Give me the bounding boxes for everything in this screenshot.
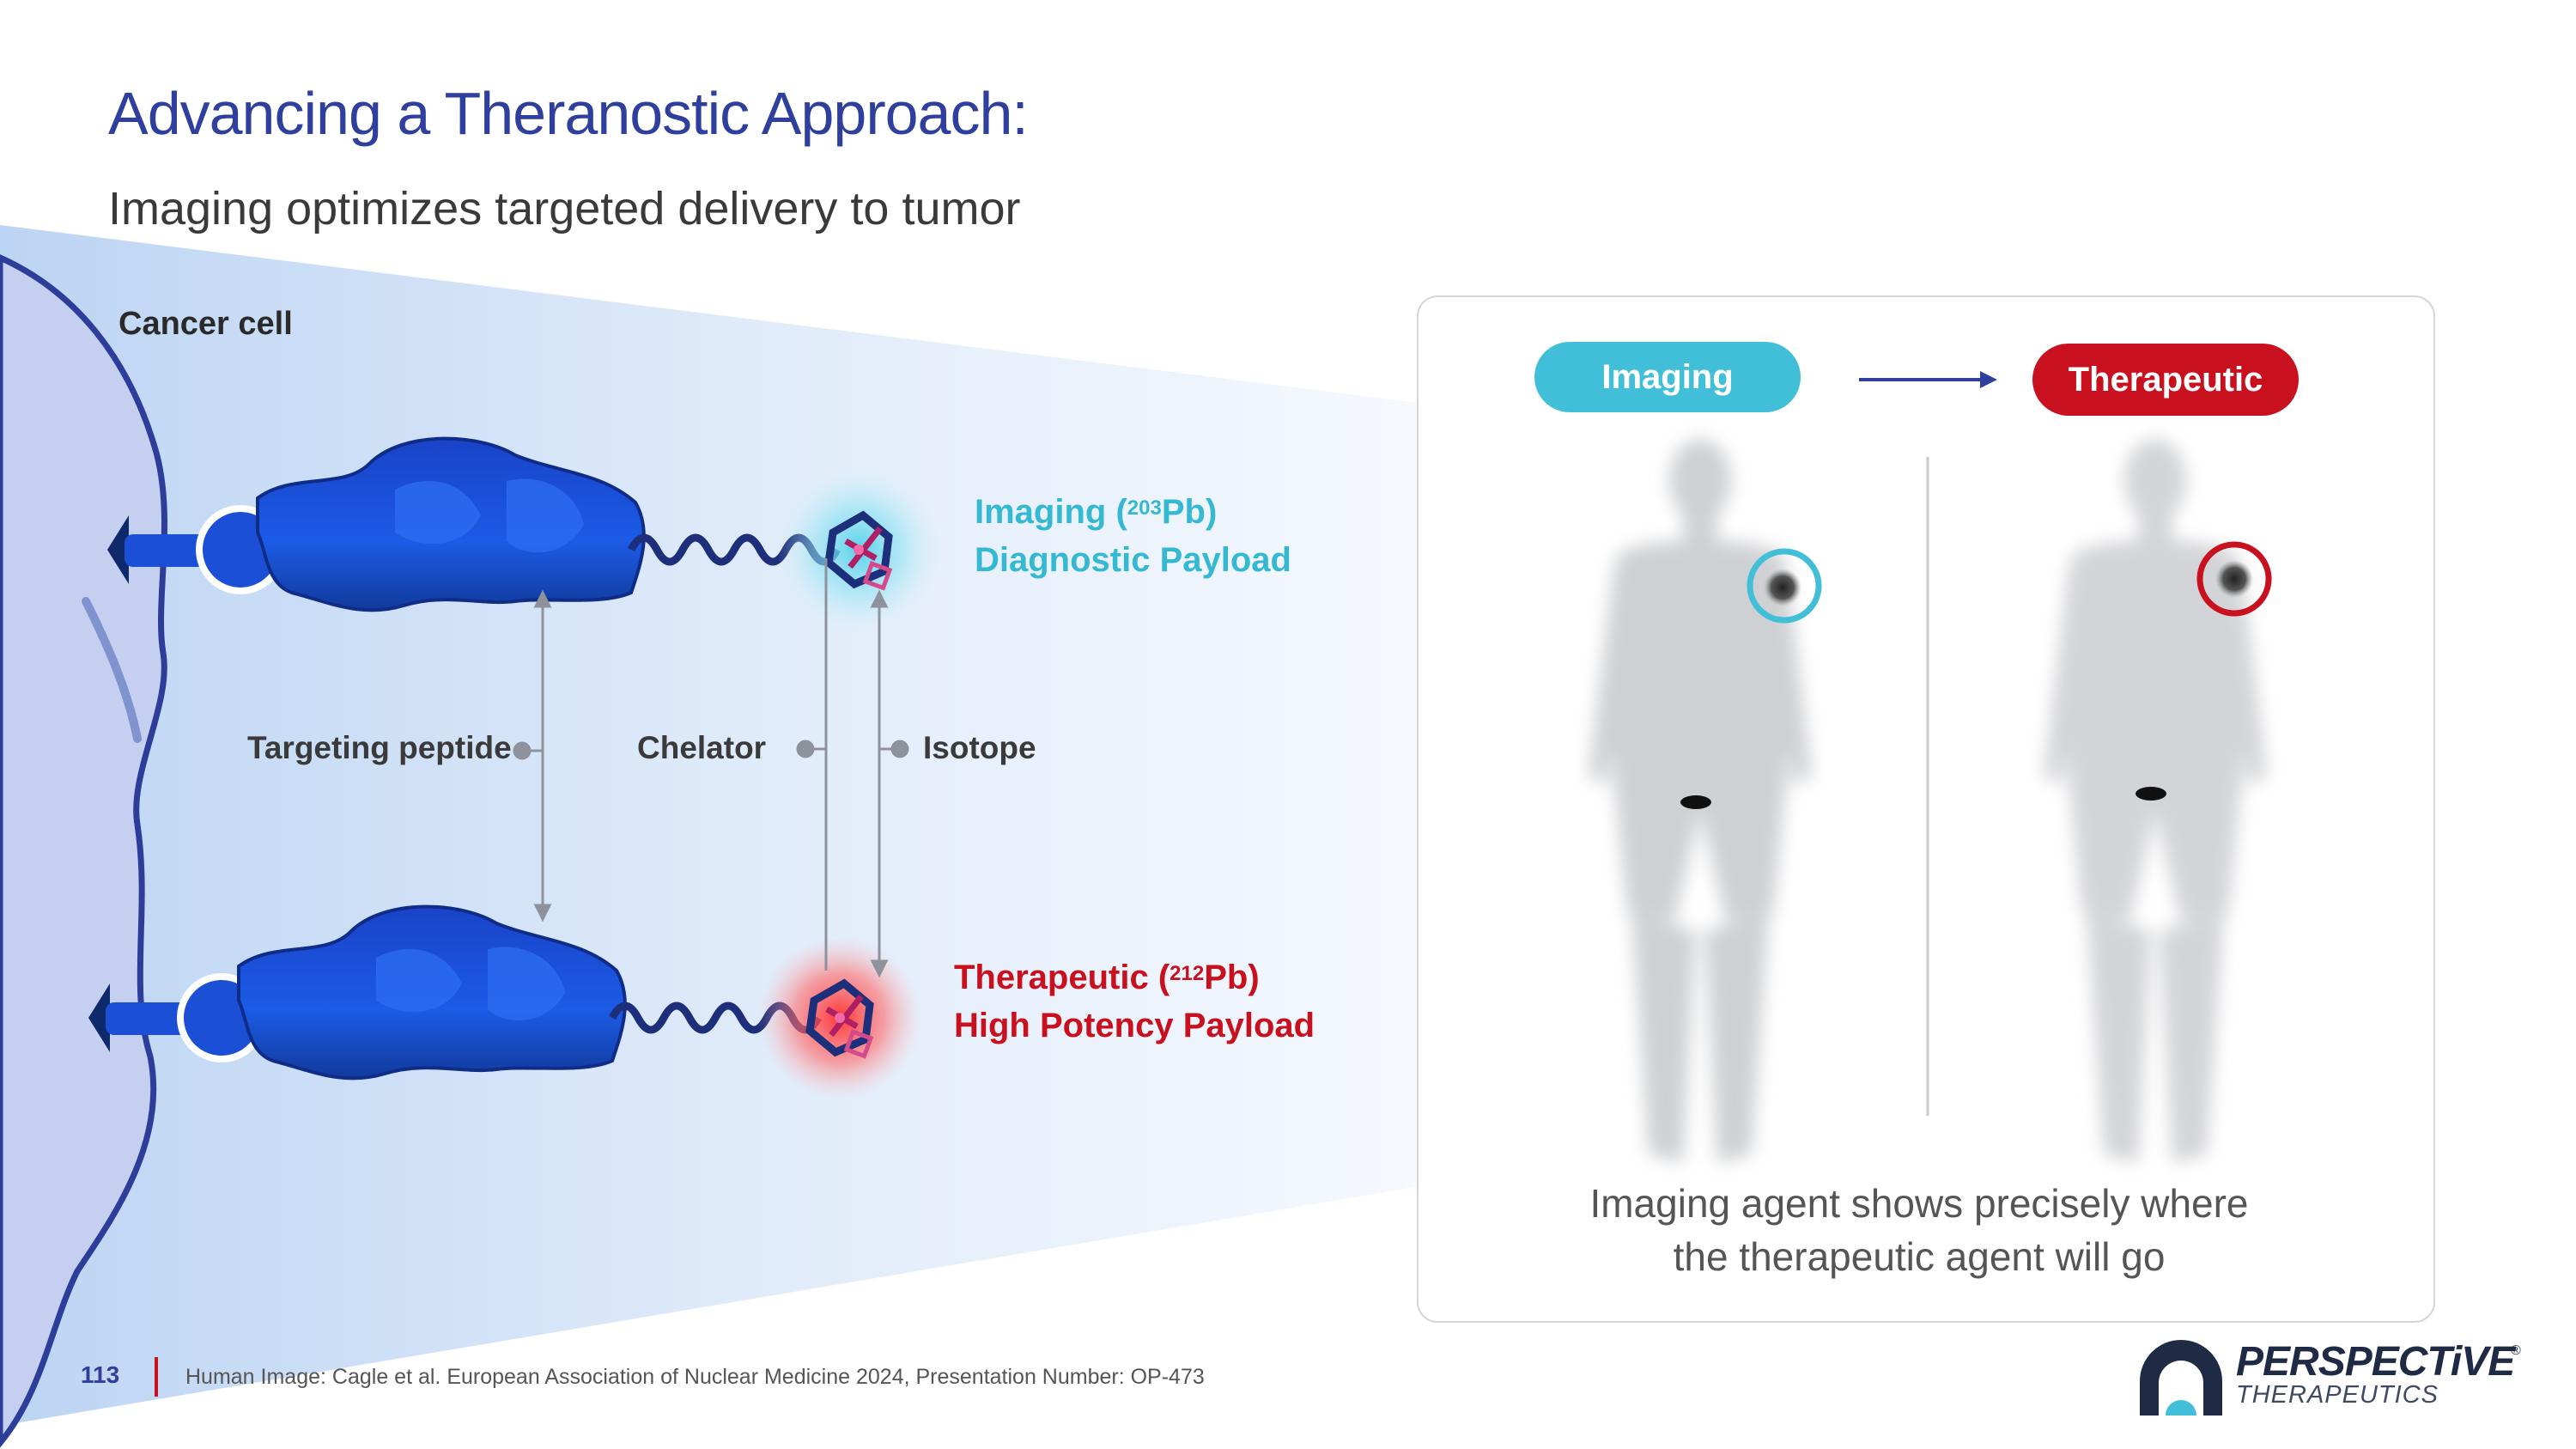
perspective-logo-icon — [2140, 1340, 2222, 1416]
therapeutic-pill: Therapeutic — [2032, 344, 2299, 416]
panel-graphics — [1589, 371, 2272, 1163]
molecule-diagram — [88, 436, 940, 1099]
comparison-panel — [1417, 295, 2435, 1323]
imaging-tumor-marker — [1747, 548, 1822, 624]
brand-name: PERSPECTiVE — [2236, 1339, 2515, 1385]
page-title: Advancing a Theranostic Approach: — [108, 80, 1029, 147]
connector-lines — [513, 558, 909, 978]
caption-line-1: Imaging agent shows precisely where — [1589, 1181, 2249, 1226]
panel-caption: Imaging agent shows precisely where the … — [1460, 1177, 2379, 1283]
imaging-payload-suffix: Pb) — [1161, 493, 1218, 531]
therapeutic-isotope-mass: 212 — [1170, 962, 1205, 985]
imaging-payload-prefix: Imaging ( — [975, 493, 1127, 531]
imaging-molecule — [107, 436, 940, 631]
therapeutic-payload-suffix: Pb) — [1204, 959, 1260, 996]
therapeutic-tumor-marker — [2196, 541, 2272, 617]
receptor-anchor-icon — [107, 515, 129, 584]
therapeutic-molecule — [88, 904, 921, 1099]
therapeutic-payload-prefix: Therapeutic ( — [954, 959, 1170, 996]
brand-registered-mark: ® — [2511, 1343, 2521, 1358]
isotope-label: Isotope — [923, 730, 1036, 765]
footer-divider — [155, 1357, 158, 1397]
footnote: Human Image: Cagle et al. European Assoc… — [185, 1365, 1205, 1389]
page-subtitle: Imaging optimizes targeted delivery to t… — [108, 183, 1021, 234]
therapeutic-payload-label: Therapeutic (212Pb) High Potency Payload — [954, 953, 1315, 1050]
therapeutic-payload-type: High Potency Payload — [954, 1007, 1315, 1044]
arrow-right-icon — [1859, 371, 1997, 388]
caption-line-2: the therapeutic agent will go — [1673, 1234, 2166, 1279]
imaging-payload-type: Diagnostic Payload — [975, 541, 1291, 579]
body-scan-image — [2044, 439, 2272, 1163]
body-scan-image — [1589, 439, 1822, 1163]
imaging-isotope-mass: 203 — [1127, 496, 1162, 520]
brand-subtitle: THERAPEUTICS — [2236, 1381, 2439, 1409]
chelator-label: Chelator — [637, 730, 767, 765]
page-number: 113 — [81, 1361, 120, 1388]
chelator-cage-icon — [824, 510, 893, 591]
targeting-peptide-label: Targeting peptide — [247, 730, 512, 765]
imaging-payload-label: Imaging (203Pb) Diagnostic Payload — [975, 488, 1291, 584]
imaging-pill: Imaging — [1534, 342, 1801, 412]
cancer-cell-label: Cancer cell — [118, 306, 293, 342]
